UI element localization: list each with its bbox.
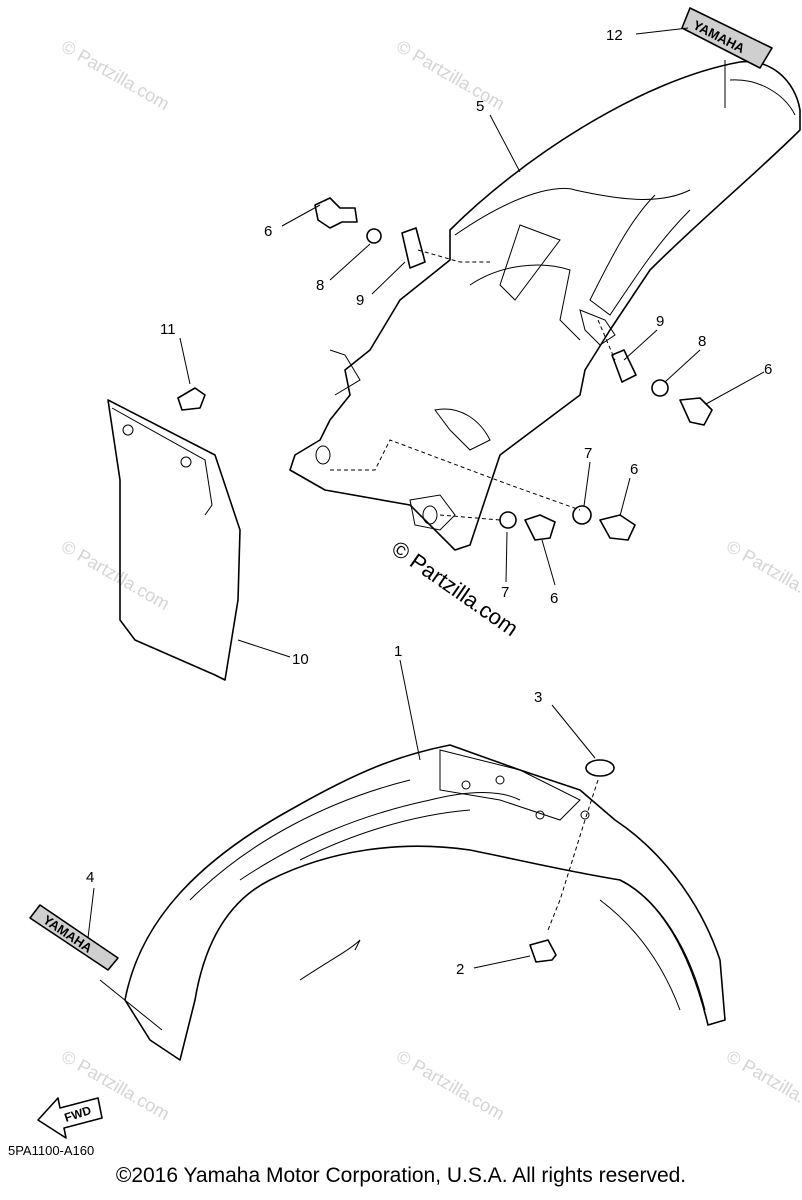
watermark-tile: © Partzilla.com [723, 1046, 802, 1124]
callout-9-left: 9 [356, 292, 364, 309]
routing-line [597, 319, 616, 361]
leader-lines [87, 27, 765, 1031]
callout-6-upper-left: 6 [264, 223, 272, 240]
callout-8-left: 8 [316, 277, 324, 294]
callout-9-right: 9 [656, 313, 664, 330]
callout-5: 5 [476, 98, 484, 115]
fwd-arrow: FWD [37, 1097, 103, 1139]
callout-8-right: 8 [698, 333, 706, 350]
watermark-tile: © Partzilla.com [723, 536, 802, 614]
callout-1: 1 [394, 643, 402, 660]
callout-3: 3 [534, 689, 542, 706]
yamaha-decal-4: YAMAHA [29, 904, 119, 971]
callout-7-upper: 7 [584, 445, 592, 462]
callout-12: 12 [606, 27, 623, 44]
yamaha-decal-12: YAMAHA [681, 7, 773, 69]
front-fender-drawing [124, 744, 726, 1061]
callouts: 12 5 6 8 9 11 9 8 6 7 6 7 6 10 1 3 4 2 [86, 27, 772, 978]
watermark-tile: © Partzilla.com [58, 36, 173, 114]
callout-6-lower-right: 6 [630, 461, 638, 478]
callout-6-lower: 6 [550, 590, 558, 607]
callout-11: 11 [160, 321, 176, 338]
routing-line [417, 249, 490, 263]
copyright-notice: ©2016 Yamaha Motor Corporation, U.S.A. A… [115, 1164, 687, 1187]
watermark-tile: © Partzilla.com [393, 1046, 508, 1124]
rear-fender-drawing [289, 60, 801, 551]
callout-6-right: 6 [764, 361, 772, 378]
diagram-code: 5PA1100-A160 [8, 1143, 95, 1158]
bottom-hardware [499, 505, 636, 541]
front-fender-hardware [529, 759, 615, 963]
routing-line [330, 439, 581, 511]
watermark-tile: © Partzilla.com [393, 36, 508, 114]
watermark-tile: © Partzilla.com [58, 536, 173, 614]
callout-10: 10 [292, 651, 309, 668]
callout-2: 2 [456, 961, 464, 978]
mud-flap-drawing [107, 387, 241, 681]
callout-7-lower: 7 [501, 584, 509, 601]
right-hardware [611, 349, 713, 426]
callout-4: 4 [86, 869, 94, 886]
upper-left-hardware [314, 197, 426, 269]
decal-text: YAMAHA [40, 912, 95, 956]
routing-line [439, 514, 501, 521]
